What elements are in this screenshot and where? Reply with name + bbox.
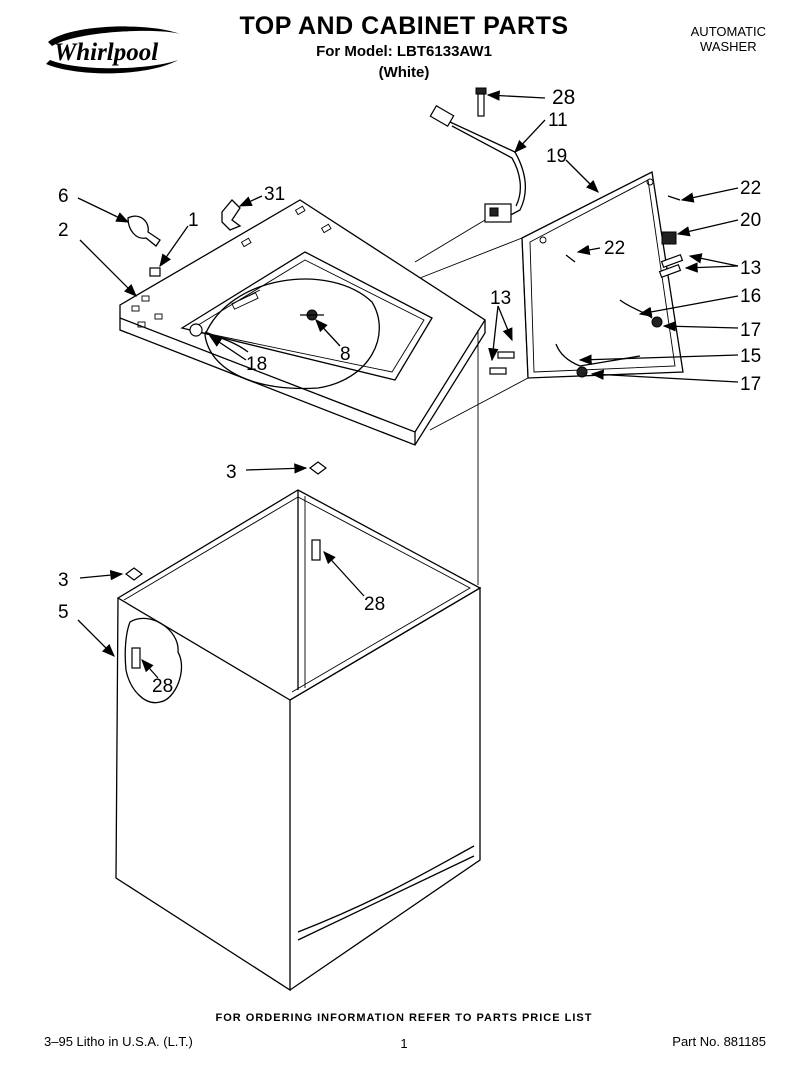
callout-31: 31 xyxy=(264,184,285,205)
callout-2: 2 xyxy=(58,220,69,241)
callout-28-low: 28 xyxy=(152,676,173,697)
control-panel-frame xyxy=(521,171,684,379)
part-number: Part No. 881185 xyxy=(672,1034,766,1049)
callout-22-b: 22 xyxy=(604,238,625,259)
wire-harness xyxy=(414,104,527,263)
callout-15: 15 xyxy=(740,346,761,367)
callout-16: 16 xyxy=(740,286,761,307)
whirlpool-logo: Whirlpool xyxy=(40,20,190,78)
callout-3-a: 3 xyxy=(226,462,237,483)
leader-lines xyxy=(77,90,739,679)
category-line-2: WASHER xyxy=(700,39,757,54)
callout-28-top: 28 xyxy=(552,86,575,109)
brand-wordmark: Whirlpool xyxy=(54,39,158,66)
model-line: For Model: LBT6133AW1 xyxy=(316,43,492,60)
callout-17-b: 17 xyxy=(740,374,761,395)
whirlpool-swirl-icon: Whirlpool xyxy=(46,26,180,74)
callout-3-b: 3 xyxy=(58,570,69,591)
callout-11: 11 xyxy=(548,110,568,131)
callout-17-a: 17 xyxy=(740,320,761,341)
category-line-1: AUTOMATIC xyxy=(690,24,766,39)
category-label: AUTOMATIC WASHER xyxy=(691,24,766,54)
callout-22-a: 22 xyxy=(740,178,761,199)
washer-top-panel xyxy=(119,199,486,446)
callout-13-left: 13 xyxy=(490,288,511,309)
small-parts xyxy=(125,87,684,581)
page-title: TOP AND CABINET PARTS xyxy=(239,12,569,40)
callout-13-right: 13 xyxy=(740,258,761,279)
callout-19: 19 xyxy=(546,146,567,167)
washer-cabinet xyxy=(115,489,482,992)
callout-28-mid: 28 xyxy=(364,594,385,615)
color-line: (White) xyxy=(378,64,430,81)
callout-6: 6 xyxy=(58,186,69,207)
callout-5: 5 xyxy=(58,602,69,623)
page-number: 1 xyxy=(400,1036,408,1051)
callout-8: 8 xyxy=(340,344,351,365)
callout-1: 1 xyxy=(188,210,199,231)
callout-18: 18 xyxy=(246,354,267,375)
litho-note: 3–95 Litho in U.S.A. (L.T.) xyxy=(44,1034,193,1049)
ordering-note: FOR ORDERING INFORMATION REFER TO PARTS … xyxy=(215,1012,593,1024)
callout-20: 20 xyxy=(740,210,761,231)
